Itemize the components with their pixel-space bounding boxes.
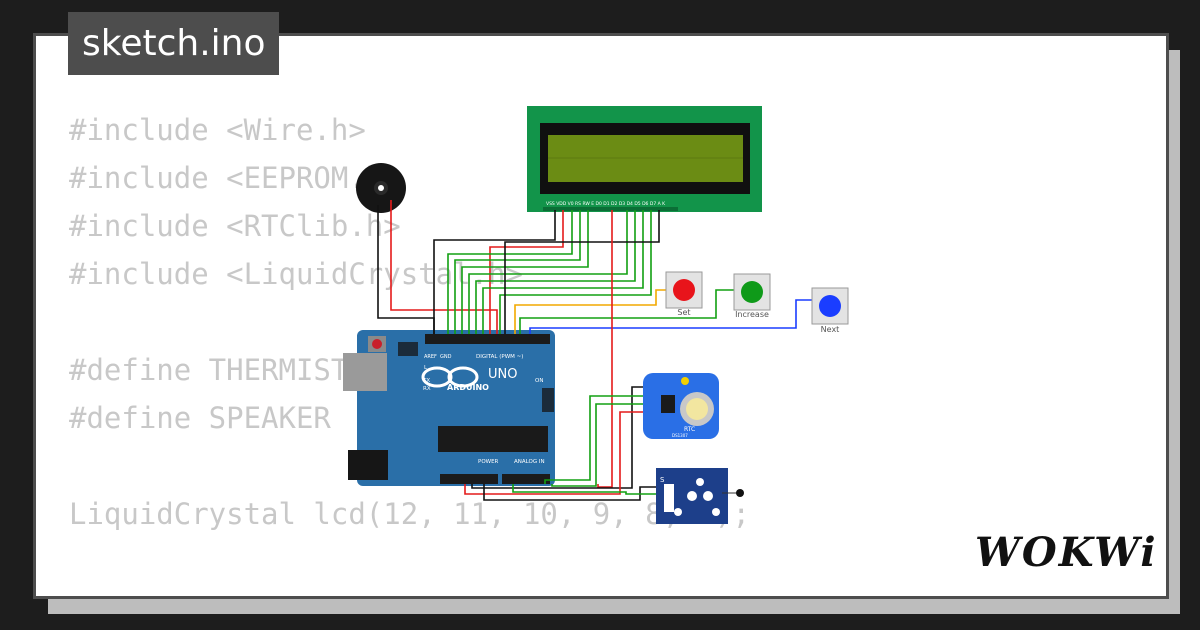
filename-tab[interactable]: sketch.ino: [68, 12, 280, 75]
wires: [377, 200, 812, 501]
code-preview: #include <Wire.h>#include <EEPROM.h>#inc…: [69, 106, 750, 596]
code-line: #include <RTClib.h>: [69, 209, 401, 243]
arduino-aref-label: AREF: [424, 354, 437, 360]
rtc-label: RTC: [684, 426, 695, 433]
rtc-chip-label: DS1307: [672, 433, 688, 438]
arduino-uno[interactable]: UNO ARDUINO DIGITAL (PWM ~) POWER ANALOG…: [343, 330, 555, 486]
lcd-pin-labels: VSS VDD V0 RS RW E D0 D1 D2 D3 D4 D5 D6 …: [546, 201, 666, 207]
button-increase-label: Increase: [735, 310, 769, 319]
button-set[interactable]: Set: [665, 271, 703, 317]
buzzer[interactable]: [356, 163, 406, 213]
arduino-tx-label: TX: [422, 378, 430, 384]
button-increase[interactable]: Increase: [733, 273, 771, 319]
wokwi-logo: WOKWi: [975, 529, 1158, 576]
arduino-power-label: POWER: [478, 459, 499, 465]
arduino-model: UNO: [488, 367, 517, 382]
button-next-label: Next: [821, 325, 840, 334]
arduino-digital-label: DIGITAL (PWM ~): [476, 354, 523, 360]
lcd-display[interactable]: VSS VDD V0 RS RW E D0 D1 D2 D3 D4 D5 D6 …: [527, 106, 762, 212]
sensor-label: S: [660, 476, 665, 484]
arduino-gnd-label: GND: [440, 354, 452, 360]
arduino-brand: ARDUINO: [447, 383, 489, 392]
code-line: RTC_DS1307 RTC;: [69, 586, 750, 596]
code-line: #define SPEAKER: [69, 401, 331, 435]
button-set-label: Set: [677, 308, 690, 317]
arduino-on-label: ON: [535, 378, 543, 384]
code-line: #include <Wire.h>: [69, 113, 366, 147]
arduino-analog-label: ANALOG IN: [514, 459, 545, 465]
thermistor-sensor[interactable]: S: [656, 468, 744, 524]
button-next[interactable]: Next: [811, 287, 849, 334]
code-line: LiquidCrystal lcd(12, 11, 10, 9, 8, 7);: [69, 497, 750, 531]
arduino-l-label: L: [424, 365, 428, 371]
arduino-rx-label: RX: [423, 386, 431, 392]
rtc-module[interactable]: RTC DS1307: [643, 373, 719, 439]
